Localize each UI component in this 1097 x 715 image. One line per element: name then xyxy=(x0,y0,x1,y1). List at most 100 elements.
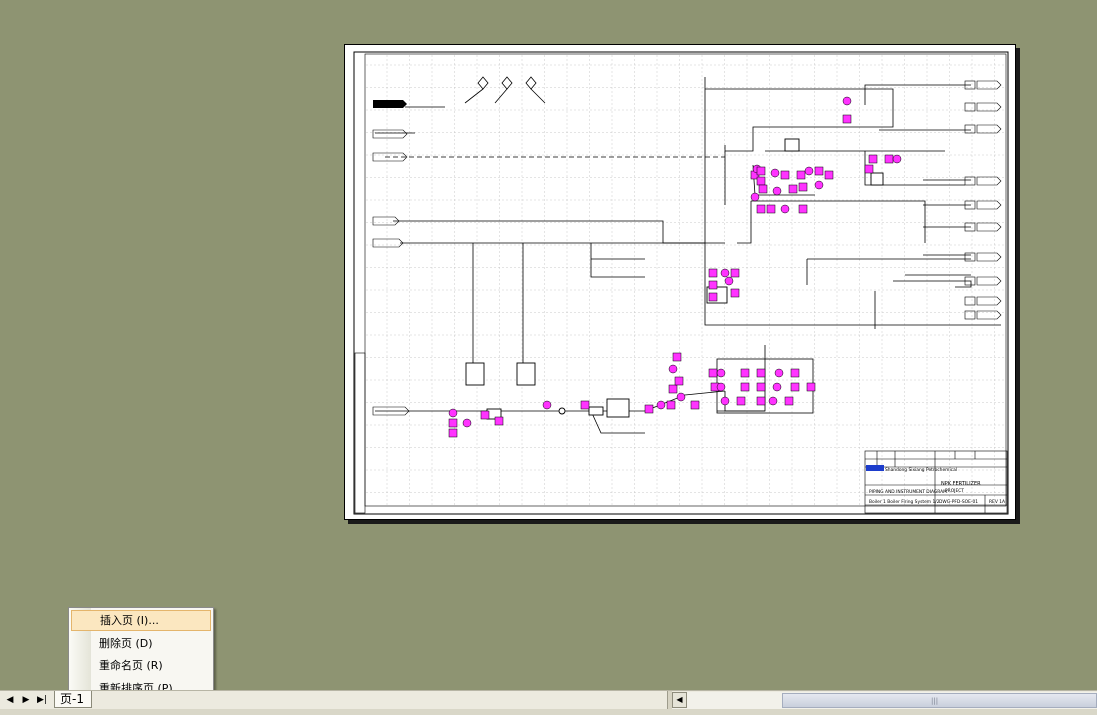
instrument-symbol xyxy=(708,292,718,302)
page-context-menu: 插入页 (I)... 删除页 (D) 重命名页 (R) 重新排序页 (P)... xyxy=(68,607,214,701)
instrument-symbol xyxy=(462,418,472,428)
instrument-symbol xyxy=(756,368,766,378)
menu-item-delete-page[interactable]: 删除页 (D) xyxy=(99,637,153,650)
instrument-symbol xyxy=(798,182,808,192)
instrument-symbol xyxy=(448,408,458,418)
instrument-symbol xyxy=(690,400,700,410)
status-bar xyxy=(0,709,1097,715)
offpage-connector-tag xyxy=(964,296,1002,306)
instrument-symbol xyxy=(676,392,686,402)
title-drawing-no: DWG-PFD-SOE-01 xyxy=(939,499,978,505)
instrument-symbol xyxy=(448,418,458,428)
offpage-connector-tag xyxy=(964,176,1002,186)
scrollbar-grip-icon: ||| xyxy=(931,697,939,705)
instrument-symbol xyxy=(756,382,766,392)
last-page-icon[interactable]: ▶| xyxy=(37,695,47,705)
instrument-symbol xyxy=(766,204,776,214)
instrument-symbol xyxy=(756,204,766,214)
instrument-symbol xyxy=(708,268,718,278)
instrument-symbol xyxy=(842,114,852,124)
instrument-symbol xyxy=(740,382,750,392)
offpage-connector-tag xyxy=(964,102,1002,112)
instrument-symbol xyxy=(864,164,874,174)
prev-page-icon[interactable]: ◀ xyxy=(6,695,14,705)
instrument-symbol xyxy=(668,364,678,374)
menu-icon-strip xyxy=(69,608,91,700)
instrument-symbol xyxy=(774,368,784,378)
instrument-symbol xyxy=(724,276,734,286)
instrument-symbol xyxy=(796,170,806,180)
instrument-symbol xyxy=(842,96,852,106)
instrument-symbol xyxy=(708,368,718,378)
instrument-symbol xyxy=(448,428,458,438)
next-page-icon[interactable]: ▶ xyxy=(22,695,30,705)
instrument-symbol xyxy=(768,396,778,406)
offpage-connector-tag xyxy=(964,222,1002,232)
instrument-symbol xyxy=(758,184,768,194)
title-company: Shandong Sixiang Petrochemical xyxy=(885,467,957,473)
instrument-symbol xyxy=(668,384,678,394)
instrument-symbol xyxy=(806,382,816,392)
tab-page-1[interactable]: 页-1 xyxy=(54,691,92,708)
scroll-left-icon[interactable]: ◀ xyxy=(672,692,687,708)
title-drawing-name: PIPING AND INSTRUMENT DIAGRAM xyxy=(869,489,947,495)
offpage-connector-tag xyxy=(964,200,1002,210)
instrument-symbol xyxy=(730,268,740,278)
instrument-symbol xyxy=(756,396,766,406)
drawing-page[interactable]: Shandong Sixiang Petrochemical NPK FERTI… xyxy=(344,44,1016,520)
instrument-symbol xyxy=(756,166,766,176)
instrument-symbol xyxy=(730,288,740,298)
scrollbar-thumb[interactable]: ||| xyxy=(782,693,1097,708)
menu-item-rename-page[interactable]: 重命名页 (R) xyxy=(99,659,163,672)
instrument-symbol xyxy=(750,192,760,202)
instrument-symbol xyxy=(720,396,730,406)
offpage-connector-tag xyxy=(964,80,1002,90)
instrument-symbol xyxy=(666,400,676,410)
instrument-symbol xyxy=(494,416,504,426)
instrument-symbol xyxy=(770,168,780,178)
instrument-symbol xyxy=(674,376,684,386)
title-subtitle: PROJECT xyxy=(945,488,964,494)
instrument-symbol xyxy=(772,186,782,196)
instrument-symbol xyxy=(790,382,800,392)
instrument-symbol xyxy=(868,154,878,164)
instrument-symbol xyxy=(716,368,726,378)
page-tab-bar: ◀ ▶ ▶| 页-1 ◀ ||| xyxy=(0,690,1097,710)
instrument-symbol xyxy=(656,400,666,410)
instrument-symbol xyxy=(644,404,654,414)
instrument-symbol xyxy=(772,382,782,392)
instrument-symbol xyxy=(740,368,750,378)
horizontal-scrollbar[interactable]: ◀ ||| xyxy=(672,692,1097,709)
instrument-symbol xyxy=(884,154,894,164)
instrument-symbol xyxy=(790,368,800,378)
instrument-symbol xyxy=(672,352,682,362)
instrument-symbol xyxy=(580,400,590,410)
instrument-symbol xyxy=(814,180,824,190)
menu-item-insert-page[interactable]: 插入页 (I)... xyxy=(71,610,211,631)
instrument-symbol xyxy=(798,204,808,214)
instrument-symbol xyxy=(542,400,552,410)
offpage-connector-tag xyxy=(964,124,1002,134)
title-sheet: REV 1A xyxy=(989,499,1005,505)
offpage-connector-tag xyxy=(964,310,1002,320)
instrument-symbol xyxy=(720,268,730,278)
title-system: Boiler 1 Boiler Firing System 1/2 xyxy=(869,499,940,505)
offpage-connector-tag xyxy=(964,276,1002,286)
title-project: NPK FERTILIZER xyxy=(941,481,981,487)
tab-split-handle[interactable] xyxy=(667,691,672,710)
instrument-symbol xyxy=(804,166,814,176)
instrument-symbol xyxy=(716,382,726,392)
instrument-symbol xyxy=(788,184,798,194)
instrument-symbol xyxy=(480,410,490,420)
offpage-connector-tag xyxy=(964,252,1002,262)
instrument-symbol xyxy=(784,396,794,406)
pid-diagram[interactable]: Shandong Sixiang Petrochemical NPK FERTI… xyxy=(345,45,1017,521)
instrument-symbol xyxy=(824,170,834,180)
instrument-symbol xyxy=(892,154,902,164)
instrument-symbol xyxy=(736,396,746,406)
instrument-symbol xyxy=(756,176,766,186)
instrument-symbol xyxy=(708,280,718,290)
instrument-symbol xyxy=(814,166,824,176)
instrument-symbol xyxy=(780,204,790,214)
instrument-symbol xyxy=(780,170,790,180)
